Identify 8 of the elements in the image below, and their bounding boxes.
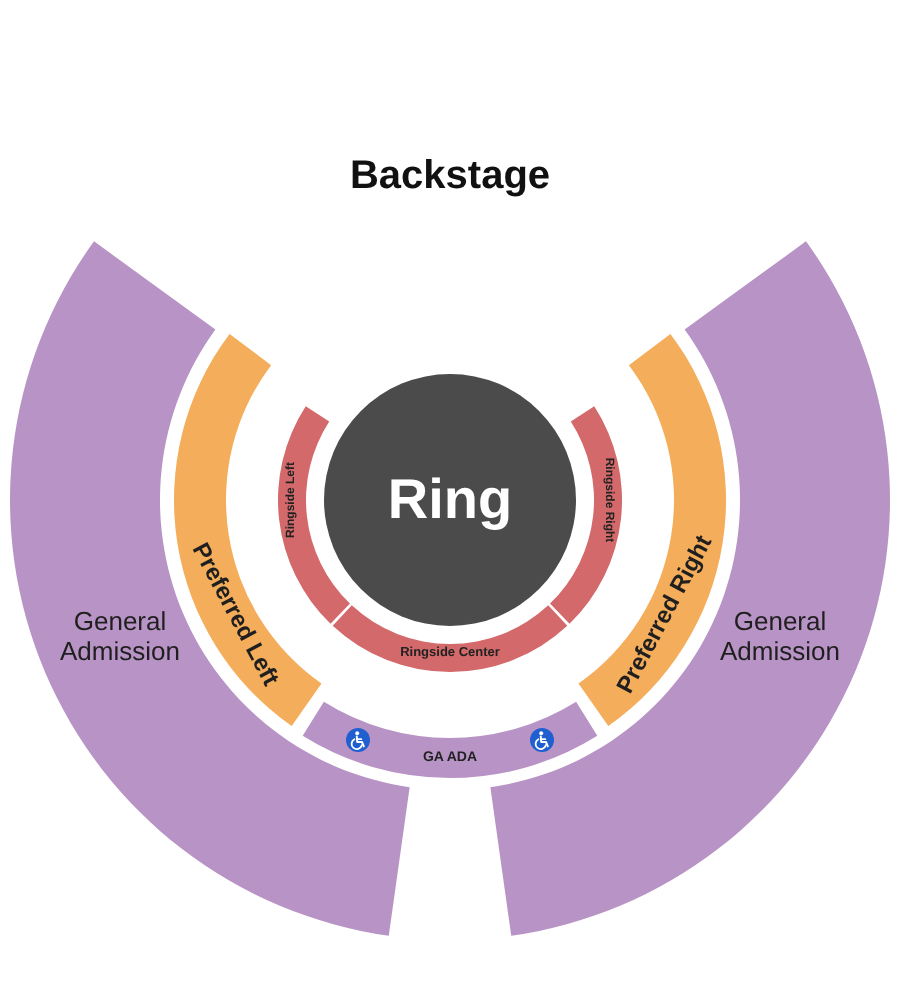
ring-label: Ring (387, 472, 513, 528)
seating-section (332, 604, 568, 672)
section-label: General Admission (718, 606, 842, 666)
area-label: Backstage (349, 156, 551, 196)
seating-section (278, 406, 350, 624)
ring-area (324, 374, 576, 626)
section-label: General Admission (58, 606, 182, 666)
seating-section (302, 700, 598, 778)
